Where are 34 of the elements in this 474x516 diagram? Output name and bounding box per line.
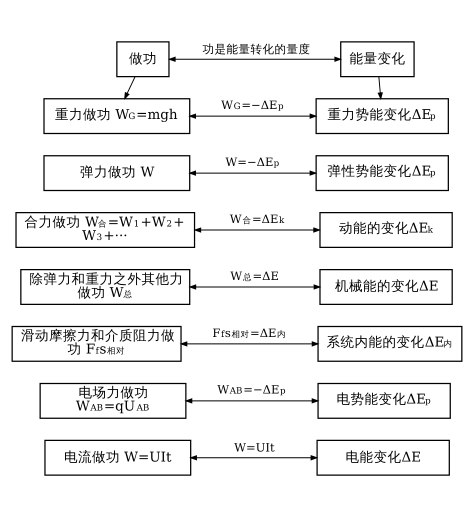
- arrow: [168, 56, 342, 62]
- node-box: 滑动摩擦力和介质阻力做功 Ffs相对: [12, 325, 182, 362]
- node-box: 除弹力和重力之外其他力做功 W总: [20, 268, 190, 304]
- arrow: [188, 284, 322, 290]
- node-box: 合力做功 W合=W1+W2+W3+···: [15, 212, 196, 248]
- arrow: [188, 170, 318, 176]
- arrow: [180, 340, 320, 346]
- node-box: 做功: [116, 40, 170, 77]
- arrow: [193, 226, 321, 232]
- edge-label: Ffs相对=ΔE内: [212, 325, 286, 340]
- edge-label: W总=ΔE: [230, 268, 279, 282]
- node-box: 弹力做功 W: [43, 154, 190, 191]
- node-box: 重力做功 WG=mgh: [43, 98, 190, 134]
- node-box: 电能变化ΔE: [316, 439, 450, 476]
- node-box: 电流做功 W=UIt: [44, 439, 192, 476]
- edge-label: W合=ΔEk: [230, 211, 284, 226]
- node-box: 能量变化: [340, 40, 415, 77]
- node-box: 动能的变化ΔEk: [319, 212, 453, 248]
- arrow: [378, 76, 383, 100]
- node-box: 弹性势能变化ΔEp: [316, 154, 449, 191]
- edge-label: WAB=−ΔEp: [217, 382, 286, 396]
- edge-label: W=−ΔEp: [225, 154, 280, 168]
- arrow: [184, 398, 320, 404]
- arrow: [188, 112, 318, 118]
- arrow: [124, 76, 136, 100]
- node-box: 电场力做功 WAB=qUAB: [40, 382, 186, 418]
- arrow: [189, 454, 318, 460]
- node-box: 重力势能变化ΔEp: [316, 98, 449, 134]
- node-box: 系统内能的变化ΔE内: [317, 325, 462, 362]
- edge-label: WG=−ΔEp: [221, 98, 284, 112]
- edge-label: 功是能量转化的量度: [202, 42, 310, 56]
- node-box: 机械能的变化ΔE: [319, 268, 453, 304]
- node-box: 电势能变化ΔEp: [317, 382, 451, 418]
- edge-label: W=UIt: [234, 440, 275, 454]
